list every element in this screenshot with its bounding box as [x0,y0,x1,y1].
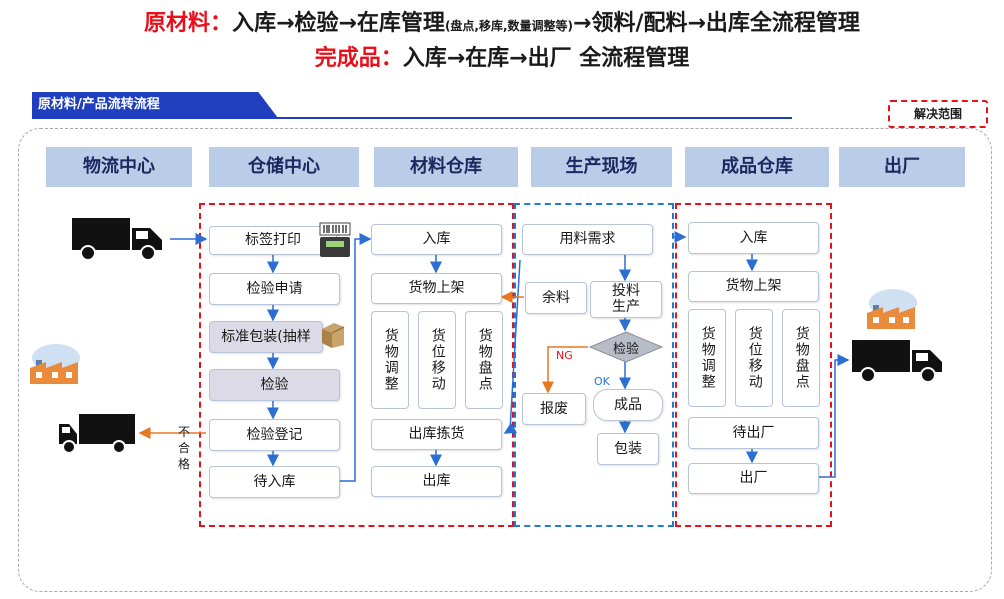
material-outbound-step: 出库 [371,466,502,497]
material-inbound-step: 入库 [371,224,502,255]
zone-finished-warehouse [675,203,832,527]
header-material-warehouse: 材料仓库 [374,147,518,187]
factory-icon [30,344,80,384]
ng-label: NG [556,349,573,362]
scrap-step: 报废 [522,393,586,425]
material-shelving-step: 货物上架 [371,273,502,304]
zone-storage-material [199,203,514,527]
section-label: 原材料/产品流转流程 [32,92,278,118]
ok-label: OK [594,375,610,388]
finished-shelving-step: 货物上架 [688,271,819,302]
header-logistics: 物流中心 [46,147,192,187]
finished-goods-step: 成品 [593,389,663,421]
standard-packing-step: 标准包装(抽样 [209,321,323,353]
inspection-request-step: 检验申请 [209,273,340,305]
main-title-line2: 完成品：入库→在库→出厂 全流程管理 [314,46,690,71]
pending-inbound-step: 待入库 [209,466,340,498]
inspection-decision [588,331,664,363]
header-storage: 仓储中心 [209,147,359,187]
factory-icon [867,289,917,329]
scope-legend: 解决范围 [888,100,988,128]
inspection-record-step: 检验登记 [209,419,340,451]
material-demand-step: 用料需求 [522,224,653,255]
zone-production [514,203,674,527]
truck-icon [852,340,942,383]
shipment-step: 出厂 [688,463,819,494]
section-underline [32,117,792,119]
truck-icon [59,414,135,454]
finished-goods-count-step: 货物盘点 [782,309,820,407]
material-qty-adjust-step: 货物调整 [371,311,409,409]
label-print-step: 标签打印 [209,226,337,255]
finished-qty-adjust-step: 货物调整 [688,309,726,407]
carton-box-icon [322,323,345,348]
leftover-step: 余料 [525,282,587,314]
barcode-printer-icon [319,222,351,257]
main-title-line1: 原材料：入库→检验→在库管理(盘点,移库,数量调整等)→领料/配料→出库全流程管… [144,11,860,36]
truck-icon [72,218,162,261]
header-shipment: 出厂 [839,147,965,187]
feed-production-step: 投料生产 [590,281,662,318]
decision-inspection-label: 检验 [612,342,639,357]
finished-inbound-step: 入库 [688,222,819,254]
material-location-move-step: 货位移动 [418,311,456,409]
flow-frame [18,128,992,592]
finished-location-move-step: 货位移动 [735,309,773,407]
unqualified-label: 不合格 [177,425,190,471]
material-goods-count-step: 货物盘点 [465,311,503,409]
material-picking-step: 出库拣货 [371,419,502,450]
packing-step: 包装 [597,433,659,465]
pending-shipment-step: 待出厂 [688,417,819,449]
inspection-step: 检验 [209,369,340,401]
header-production: 生产现场 [531,147,672,187]
header-finished-warehouse: 成品仓库 [685,147,829,187]
